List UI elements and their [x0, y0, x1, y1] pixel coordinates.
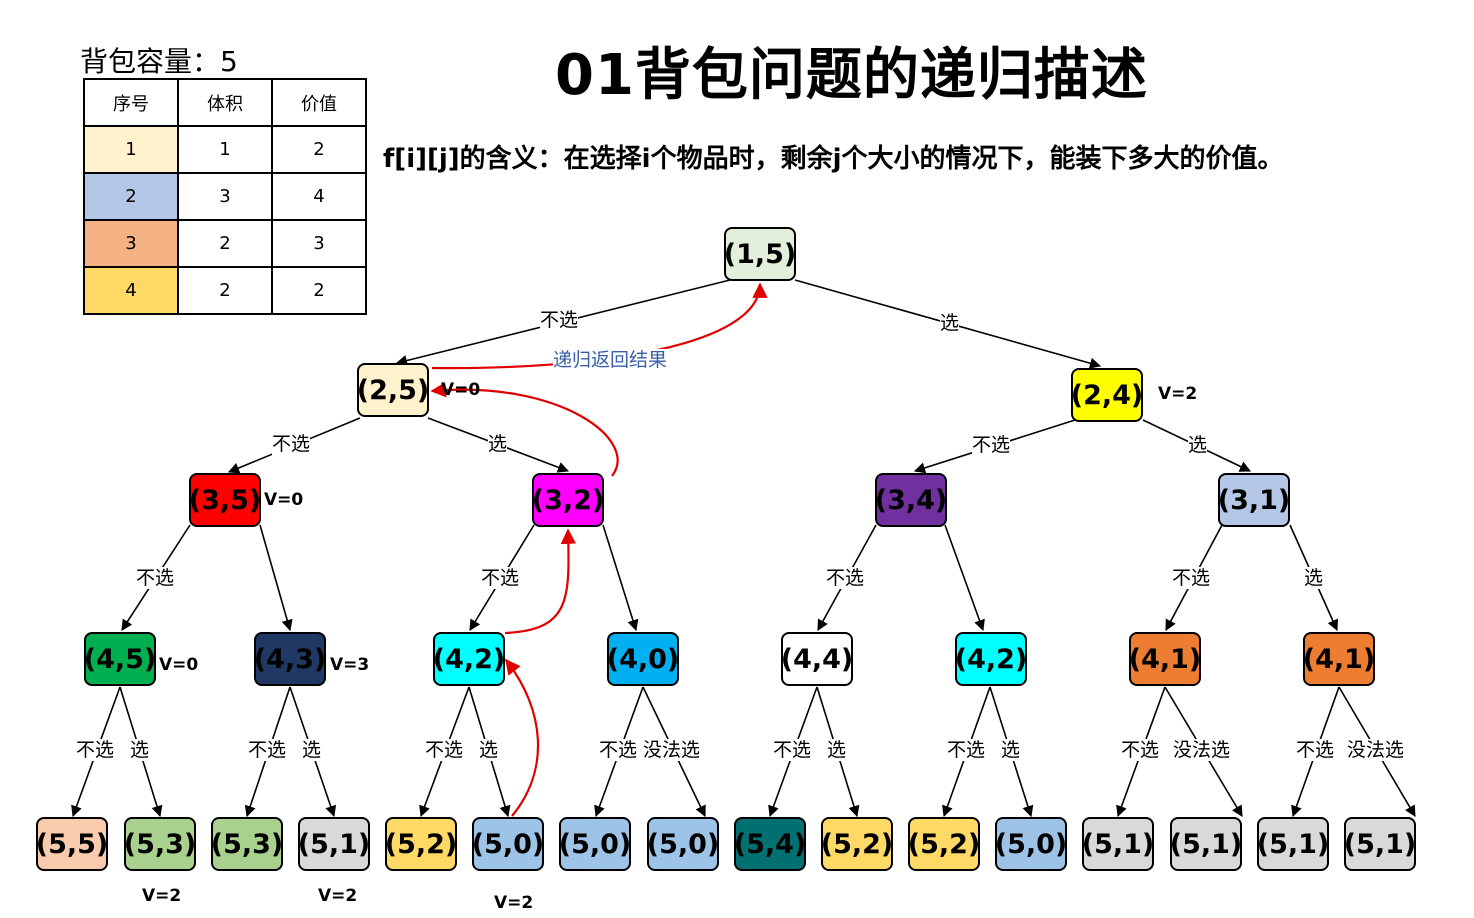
edge-label-not-select: 不选: [76, 739, 115, 761]
table-row: 4 2 2: [83, 266, 367, 315]
edge-label-select: 选: [1001, 739, 1021, 761]
edge-label-not-select: 不选: [972, 434, 1011, 456]
tree-node: (4,1): [1303, 632, 1375, 686]
cell-id: 3: [83, 219, 179, 268]
tree-node: (2,4): [1071, 368, 1143, 422]
edge-label-not-select: 不选: [1296, 739, 1335, 761]
header-value: 价值: [271, 78, 367, 127]
cell-id: 1: [83, 125, 179, 174]
edge-label-cannot-select: 没法选: [1173, 739, 1231, 761]
edge-label-select: 选: [479, 739, 499, 761]
edge-label-not-select: 不选: [272, 433, 311, 455]
edge: [259, 524, 293, 632]
return-arrow: [430, 382, 619, 477]
items-table: 序号 体积 价值 1 1 2 2 3 4 3 2 3 4 2 2: [83, 78, 367, 315]
leaf-node: (5,1): [1082, 817, 1154, 871]
cell-id: 2: [83, 172, 179, 221]
page-title: 01背包问题的递归描述: [555, 43, 1148, 108]
leaf-node: (5,4): [734, 817, 806, 871]
value-label: V=2: [142, 886, 182, 906]
edge-label-not-select: 不选: [773, 739, 812, 761]
edge-label-select: 选: [1188, 434, 1208, 456]
edge-label-not-select: 不选: [540, 309, 579, 331]
table-header-row: 序号 体积 价值: [83, 78, 367, 127]
edge-label-select: 选: [827, 739, 847, 761]
tree-node: (4,2): [955, 632, 1027, 686]
tree-node: (4,4): [781, 632, 853, 686]
return-arrow: [504, 528, 577, 635]
cell-volume: 3: [177, 172, 273, 221]
leaf-node: (5,1): [298, 817, 370, 871]
leaf-node: (5,0): [995, 817, 1067, 871]
edge-label-not-select: 不选: [599, 739, 638, 761]
tree-node: (1,5): [724, 227, 796, 281]
leaf-node: (5,0): [647, 817, 719, 871]
edge-label-not-select: 不选: [481, 567, 520, 589]
cell-volume: 2: [177, 266, 273, 315]
leaf-node: (5,1): [1170, 817, 1242, 871]
tree-node: (4,0): [607, 632, 679, 686]
cell-volume: 2: [177, 219, 273, 268]
leaf-node: (5,0): [472, 817, 544, 871]
table-row: 3 2 3: [83, 219, 367, 268]
tree-node: (4,2): [433, 632, 505, 686]
leaf-node: (5,2): [908, 817, 980, 871]
edge-label-select: 选: [940, 312, 960, 334]
leaf-node: (5,1): [1344, 817, 1416, 871]
leaf-node: (5,3): [124, 817, 196, 871]
tree-node: (2,5): [357, 363, 429, 417]
value-label: V=0: [159, 655, 199, 675]
tree-node: (4,1): [1129, 632, 1201, 686]
cell-value: 4: [271, 172, 367, 221]
edge-label-not-select: 不选: [1121, 739, 1160, 761]
edge-label-select: 选: [130, 739, 150, 761]
table-row: 1 1 2: [83, 125, 367, 174]
tree-node: (3,1): [1218, 473, 1290, 527]
tree-node: (4,3): [254, 632, 326, 686]
value-label: V=2: [494, 893, 534, 913]
tree-node: (4,5): [84, 632, 156, 686]
tree-node: (3,2): [532, 473, 604, 527]
edge: [944, 524, 985, 632]
cell-volume: 1: [177, 125, 273, 174]
edge-label-cannot-select: 没法选: [643, 739, 701, 761]
leaf-node: (5,2): [821, 817, 893, 871]
value-label: V=0: [441, 380, 481, 400]
edge-label-cannot-select: 没法选: [1347, 739, 1405, 761]
value-label: V=3: [330, 655, 370, 675]
leaf-node: (5,1): [1257, 817, 1329, 871]
leaf-node: (5,3): [211, 817, 283, 871]
leaf-node: (5,0): [559, 817, 631, 871]
edge-label-select: 选: [302, 739, 322, 761]
capacity-label: 背包容量：5: [80, 45, 238, 78]
table-row: 2 3 4: [83, 172, 367, 221]
edge-label-not-select: 不选: [826, 567, 865, 589]
tree-node: (3,4): [875, 473, 947, 527]
value-label: V=0: [264, 490, 304, 510]
edge-label-not-select: 不选: [947, 739, 986, 761]
leaf-node: (5,5): [36, 817, 108, 871]
leaf-node: (5,2): [385, 817, 457, 871]
recursion-return-label: 递归返回结果: [553, 349, 668, 371]
return-arrow: [505, 658, 539, 817]
edge: [602, 524, 639, 632]
edge-label-select: 选: [1304, 567, 1324, 589]
edge-label-not-select: 不选: [425, 739, 464, 761]
value-label: V=2: [318, 886, 358, 906]
edge-label-not-select: 不选: [248, 739, 287, 761]
cell-value: 3: [271, 219, 367, 268]
header-volume: 体积: [177, 78, 273, 127]
header-id: 序号: [83, 78, 179, 127]
cell-id: 4: [83, 266, 179, 315]
edge-label-not-select: 不选: [1172, 567, 1211, 589]
edge-label-select: 选: [488, 433, 508, 455]
edge-label-not-select: 不选: [136, 567, 175, 589]
value-label: V=2: [1158, 384, 1198, 404]
cell-value: 2: [271, 266, 367, 315]
cell-value: 2: [271, 125, 367, 174]
tree-node: (3,5): [189, 473, 261, 527]
definition-text: f[i][j]的含义：在选择i个物品时，剩余j个大小的情况下，能装下多大的价值。: [383, 144, 1284, 174]
